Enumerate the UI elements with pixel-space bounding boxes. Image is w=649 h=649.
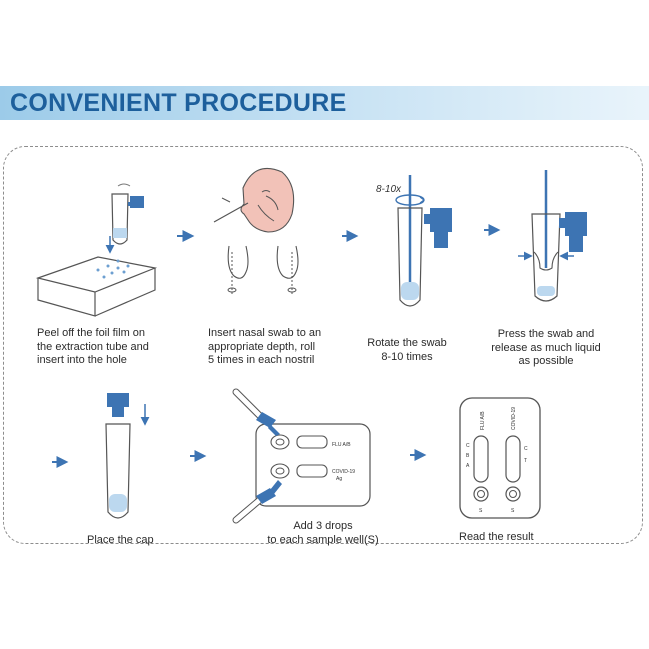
result-line-a: A — [466, 463, 470, 469]
step4-illustration — [518, 170, 587, 302]
step1-illustration — [35, 183, 158, 317]
result-line-b: B — [466, 453, 470, 459]
cassette-label-flu: FLU A/B — [332, 442, 351, 448]
result-label-covid: COVID-19 — [511, 407, 517, 430]
cassette-label-covid: COVID-19 — [332, 469, 355, 475]
step2-caption: Insert nasal swab to an appropriate dept… — [208, 327, 322, 366]
result-line-t: T — [524, 458, 527, 464]
result-line-c1: C — [466, 443, 470, 449]
title-banner: CONVENIENT PROCEDURE — [0, 86, 649, 120]
step6-caption: Add 3 drops to each sample well(S) — [267, 520, 379, 546]
result-well-s2: S — [511, 508, 515, 514]
step2-illustration — [213, 167, 299, 296]
step7-illustration: FLU A/B COVID-19 C B A C T S S — [459, 397, 541, 519]
step5-illustration — [52, 393, 150, 519]
cassette-label-covid-ag: Ag — [336, 476, 342, 482]
step1-caption: Peel off the foil film on the extraction… — [37, 327, 149, 366]
step6-illustration: FLU A/B COVID-19 Ag — [232, 388, 371, 524]
result-well-s1: S — [479, 508, 483, 514]
step4-caption: Press the swab and release as much liqui… — [491, 328, 601, 367]
result-label-flu: FLU A/B — [480, 411, 486, 430]
step7-caption: Read the result — [459, 531, 534, 543]
step5-caption: Place the cap — [87, 534, 154, 546]
rotation-annotation: 8-10x — [376, 184, 402, 195]
result-line-c2: C — [524, 446, 528, 452]
procedure-frame — [3, 146, 643, 544]
step3-illustration: 8-10x — [376, 175, 452, 307]
step3-caption: Rotate the swab 8-10 times — [367, 337, 447, 363]
page-title: CONVENIENT PROCEDURE — [10, 89, 347, 117]
